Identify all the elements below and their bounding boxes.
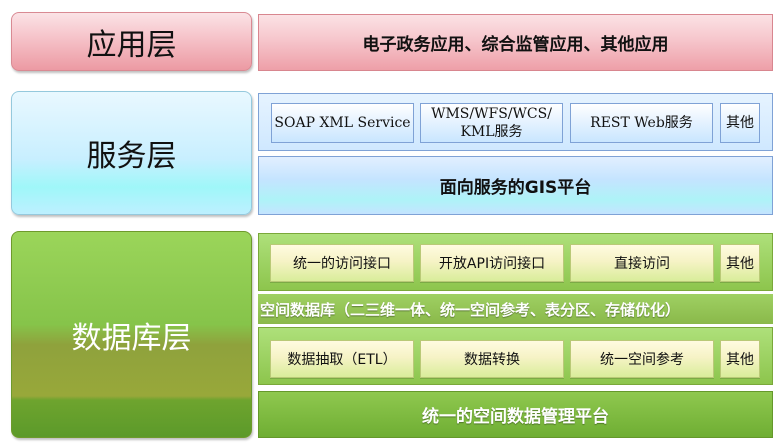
app-layer-content-text: 电子政务应用、综合监管应用、其他应用	[362, 35, 669, 55]
access-box-label: 开放API访问接口	[438, 256, 546, 272]
app-layer-title: 应用层	[86, 27, 177, 63]
service-box-label: 其他	[726, 115, 754, 131]
spatial-database-strip: 空间数据库（二三维一体、统一空间参考、表分区、存储优化）	[258, 294, 773, 324]
access-box-label: 直接访问	[614, 256, 670, 272]
gis-platform-label: 面向服务的GIS平台	[439, 178, 592, 198]
service-layer-header: 服务层	[11, 91, 252, 215]
spatial-database-label: 空间数据库（二三维一体、统一空间参考、表分区、存储优化）	[260, 300, 681, 319]
data-management-platform-band: 统一的空间数据管理平台	[258, 391, 773, 438]
gis-platform-band: 面向服务的GIS平台	[258, 156, 773, 215]
access-box-api: 开放API访问接口	[420, 244, 564, 282]
processing-box-label: 其他	[726, 352, 754, 368]
access-box-unified: 统一的访问接口	[270, 244, 414, 282]
app-layer-content: 电子政务应用、综合监管应用、其他应用	[258, 14, 773, 71]
app-layer-header: 应用层	[11, 12, 252, 71]
service-box-rest: REST Web服务	[570, 103, 713, 143]
service-layer-title: 服务层	[86, 139, 177, 174]
processing-box-label: 统一空间参考	[600, 352, 684, 368]
processing-box-transform: 数据转换	[420, 340, 564, 378]
service-box-label: REST Web服务	[590, 115, 693, 131]
access-box-other: 其他	[720, 244, 760, 282]
access-box-direct: 直接访问	[570, 244, 714, 282]
database-layer-title: 数据库层	[71, 320, 192, 356]
database-layer-header: 数据库层	[11, 231, 252, 438]
processing-box-label: 数据抽取（ETL）	[287, 352, 397, 368]
service-box-other: 其他	[720, 103, 760, 143]
service-box-label: SOAP XML Service	[274, 115, 411, 131]
processing-box-label: 数据转换	[464, 352, 520, 368]
access-box-label: 统一的访问接口	[293, 256, 391, 272]
processing-box-other: 其他	[720, 340, 760, 378]
processing-box-spatial-ref: 统一空间参考	[570, 340, 714, 378]
service-box-wms: WMS/WFS/WCS/ KML服务	[420, 103, 563, 143]
access-box-label: 其他	[726, 256, 754, 272]
processing-box-etl: 数据抽取（ETL）	[270, 340, 414, 378]
service-box-soap: SOAP XML Service	[271, 103, 414, 143]
service-box-label: WMS/WFS/WCS/ KML服务	[431, 106, 552, 140]
data-management-platform-label: 统一的空间数据管理平台	[422, 407, 609, 427]
